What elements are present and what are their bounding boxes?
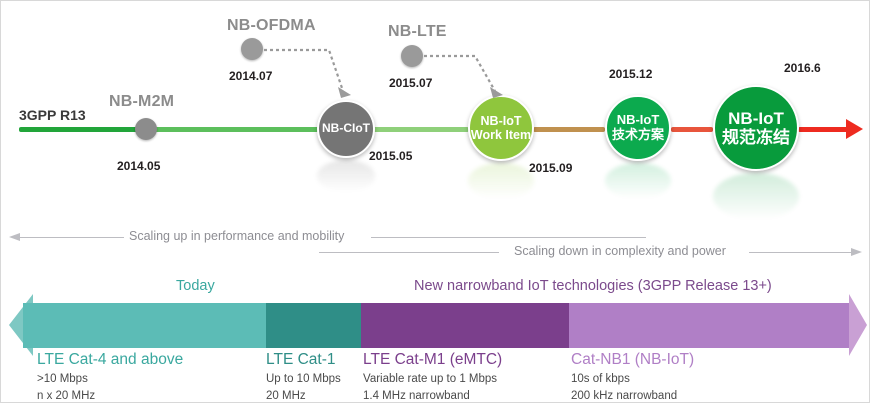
scaling-down-rule-right xyxy=(749,252,854,253)
scaling-down-label: Scaling down in complexity and power xyxy=(514,244,726,258)
node-title-nb-ofdma: NB-OFDMA xyxy=(227,17,316,34)
axis-label-3gpp-r13: 3GPP R13 xyxy=(19,107,86,123)
node-reflection-nb-iot-tech xyxy=(605,163,671,200)
node-date-nb-iot-work-item: 2015.09 xyxy=(529,161,573,175)
band-right-arrowhead xyxy=(849,294,867,356)
node-reflection-nb-iot-work-item xyxy=(468,163,534,200)
timeline-segment-seg-4 xyxy=(533,127,605,132)
band-title-0: Today xyxy=(176,278,215,294)
band-segment-cat-nb1[interactable] xyxy=(569,303,849,348)
timeline-segment-seg-2 xyxy=(153,127,321,132)
timeline-end-arrowhead xyxy=(846,119,863,139)
timeline-segment-seg-3 xyxy=(371,127,469,132)
timeline-node-nb-ofdma[interactable] xyxy=(241,38,263,60)
node-label-line2-nb-iot-tech: 技术方案 xyxy=(611,127,664,142)
node-label-line2-nb-iot-work-item: Work Item xyxy=(470,128,532,142)
node-title-nb-m2m: NB-M2M xyxy=(109,93,175,110)
node-reflection-nb-ciot xyxy=(317,160,375,192)
band-title-1: New narrowband IoT technologies (3GPP Re… xyxy=(414,278,772,294)
timeline-segment-seg-5 xyxy=(671,127,713,132)
column-head-lte-cat4-col: LTE Cat-4 and above xyxy=(37,351,184,368)
column-head-lte-cat1-col: LTE Cat-1 xyxy=(266,351,336,368)
node-label-line2-nb-iot-freeze: 规范冻结 xyxy=(722,128,790,147)
timeline-node-nb-ciot[interactable]: NB-CIoT xyxy=(317,100,375,158)
scaling-down-rule-left xyxy=(319,252,499,253)
node-label-line1-nb-iot-work-item: NB-IoT xyxy=(480,114,522,128)
band-segment-lte-cat4[interactable] xyxy=(23,303,266,348)
connector-nb-ofdma-to-nb-ciot xyxy=(264,48,345,92)
scaling-up-label: Scaling up in performance and mobility xyxy=(129,229,345,243)
band-segment-lte-cat-m1[interactable] xyxy=(361,303,569,348)
band-segment-lte-cat1[interactable] xyxy=(266,303,361,348)
node-title-nb-lte: NB-LTE xyxy=(388,23,447,40)
connector-nb-lte-to-nb-iot-work-item xyxy=(424,54,496,92)
node-date-nb-iot-freeze: 2016.6 xyxy=(784,61,821,75)
node-date-nb-ciot: 2015.05 xyxy=(369,149,413,163)
node-label-line1-nb-iot-tech: NB-IoT xyxy=(616,112,660,128)
scaling-up-rule-left xyxy=(16,237,124,238)
timeline-node-nb-m2m[interactable] xyxy=(135,118,157,140)
column-head-lte-cat-m1-col: LTE Cat-M1 (eMTC) xyxy=(363,351,503,368)
node-reflection-nb-iot-freeze xyxy=(713,173,799,221)
connector-arrowhead-1 xyxy=(338,87,351,98)
timeline-segment-seg-6 xyxy=(798,127,853,132)
node-label-line1-nb-ciot: NB-CIoT xyxy=(322,121,370,136)
node-date-nb-lte: 2015.07 xyxy=(389,76,433,90)
node-label-line1-nb-iot-freeze: NB-IoT xyxy=(728,108,784,128)
timeline-segment-seg-1 xyxy=(19,127,141,132)
scaling-up-rule-right xyxy=(371,237,646,238)
node-date-nb-iot-tech: 2015.12 xyxy=(609,67,653,81)
timeline-node-nb-lte[interactable] xyxy=(401,45,423,67)
node-date-nb-m2m: 2014.05 xyxy=(117,159,161,173)
node-date-nb-ofdma: 2014.07 xyxy=(229,69,273,83)
column-head-cat-nb1-col: Cat-NB1 (NB-IoT) xyxy=(571,351,695,368)
